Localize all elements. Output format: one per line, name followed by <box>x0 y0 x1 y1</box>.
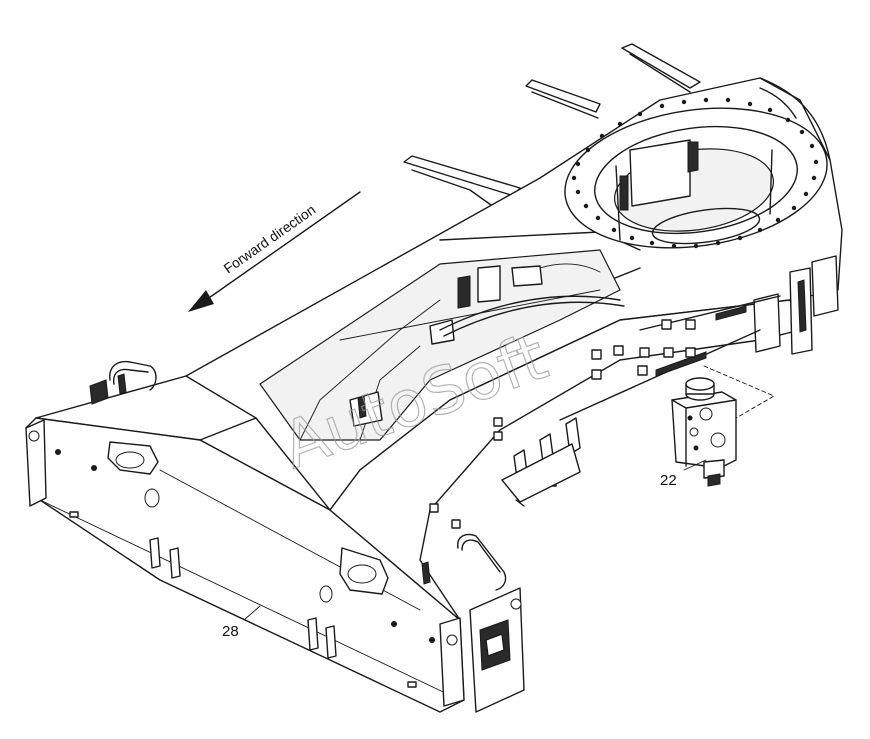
left-end-plate <box>25 360 160 518</box>
lower-hooks <box>149 537 435 688</box>
callout-28-label: 28 <box>222 623 239 640</box>
valve-block <box>671 365 775 487</box>
right-end-plate <box>339 533 525 713</box>
ring-bolt-holes <box>571 97 819 249</box>
right-brackets <box>559 255 839 421</box>
side-bolt-pads <box>429 319 696 529</box>
forward-direction-label: Forward direction <box>221 201 319 276</box>
turntable-ring <box>564 77 831 249</box>
rear-rails <box>403 43 701 211</box>
callout-22: 22 <box>660 459 707 489</box>
center-hooks <box>501 417 581 507</box>
callout-28: 28 <box>222 605 261 640</box>
callout-22-label: 22 <box>660 472 677 489</box>
forward-direction-arrow <box>188 191 361 312</box>
arrowhead-icon <box>188 290 214 312</box>
